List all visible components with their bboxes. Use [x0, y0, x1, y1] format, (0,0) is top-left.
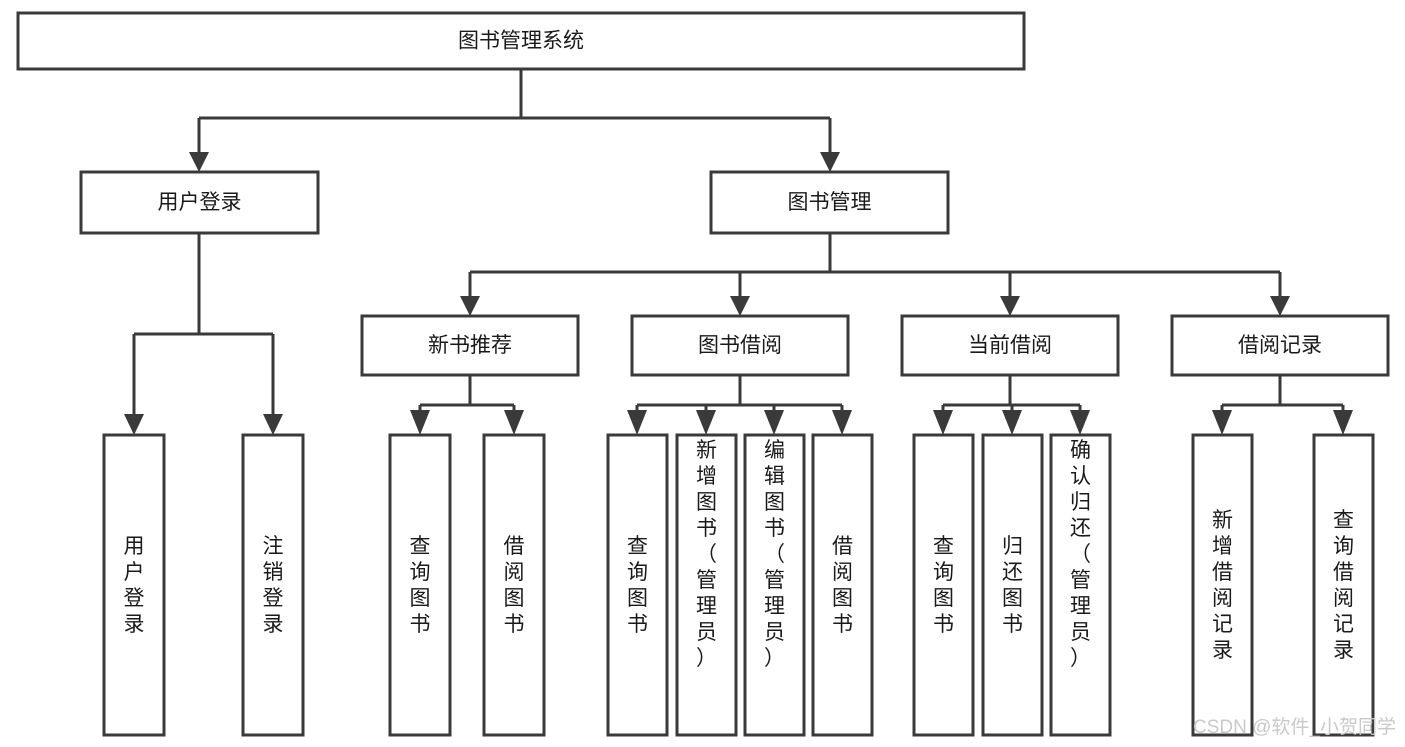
node-label-add-borrow-record: 新增借阅记录 [1212, 509, 1233, 662]
node-add-book-admin[interactable]: 新增图书（管理员） [675, 433, 738, 737]
node-box-user-logout-action[interactable] [241, 433, 305, 737]
node-user-login[interactable]: 用户登录 [79, 170, 320, 235]
node-label-query-book-borrow: 查询图书 [627, 535, 648, 636]
arrowhead-new-book-recommend [460, 296, 480, 316]
connector-group-user-login [124, 233, 283, 435]
node-label-query-book-recommend: 查询图书 [410, 535, 431, 636]
arrowhead-add-book-admin [696, 410, 716, 435]
arrowhead-borrow-record [1270, 296, 1290, 316]
node-user-logout-action[interactable]: 注销登录 [241, 433, 305, 737]
node-add-borrow-record[interactable]: 新增借阅记录 [1191, 433, 1254, 737]
node-label-return-book: 归还图书 [1002, 535, 1023, 636]
node-borrow-record[interactable]: 借阅记录 [1170, 314, 1390, 377]
node-box-user-login[interactable] [79, 170, 320, 235]
connector-group-book-management [460, 233, 1290, 316]
arrowhead-add-borrow-record [1212, 410, 1232, 435]
node-return-book[interactable]: 归还图书 [981, 433, 1044, 737]
node-confirm-return-admin[interactable]: 确认归还（管理员） [1049, 433, 1112, 737]
node-borrow-book-action[interactable]: 借阅图书 [811, 433, 874, 737]
connector-group-root [189, 69, 840, 172]
arrowhead-book-management [820, 152, 840, 172]
arrowhead-user-login-action [124, 414, 144, 435]
node-label-borrow-book-action: 借阅图书 [832, 535, 853, 636]
node-label-book-management: 图书管理 [788, 191, 872, 214]
node-label-query-book-current: 查询图书 [933, 535, 954, 636]
arrowhead-query-book-current [933, 410, 953, 435]
arrowhead-book-borrow [730, 296, 750, 316]
node-box-query-borrow-record[interactable] [1312, 433, 1375, 737]
node-box-book-borrow[interactable] [630, 314, 850, 377]
node-label-borrow-record: 借阅记录 [1238, 334, 1322, 357]
node-box-user-login-action[interactable] [102, 433, 166, 737]
node-user-login-action[interactable]: 用户登录 [102, 433, 166, 737]
node-label-query-borrow-record: 查询借阅记录 [1333, 509, 1354, 662]
node-box-add-borrow-record[interactable] [1191, 433, 1254, 737]
connector-group-current-borrow [933, 375, 1090, 435]
node-new-book-recommend[interactable]: 新书推荐 [360, 314, 580, 377]
node-book-borrow[interactable]: 图书借阅 [630, 314, 850, 377]
node-label-root: 图书管理系统 [458, 30, 584, 53]
arrowhead-query-book-recommend [410, 410, 430, 435]
node-label-current-borrow: 当前借阅 [968, 334, 1052, 357]
connector-group-borrow-record [1212, 375, 1353, 435]
node-label-borrow-book-recommend: 借阅图书 [504, 535, 525, 636]
node-query-book-borrow[interactable]: 查询图书 [606, 433, 669, 737]
node-label-new-book-recommend: 新书推荐 [428, 334, 512, 357]
node-edit-book-admin[interactable]: 编辑图书（管理员） [743, 433, 806, 737]
watermark-text: CSDN @软件_小贺同学 [1193, 716, 1396, 738]
node-box-borrow-book-action[interactable] [811, 433, 874, 737]
node-label-book-borrow: 图书借阅 [698, 334, 782, 357]
node-box-edit-book-admin[interactable] [743, 433, 806, 737]
arrowhead-query-borrow-record [1333, 410, 1353, 435]
node-label-edit-book-admin: 编辑图书（管理员） [764, 439, 785, 670]
node-label-user-logout-action: 注销登录 [263, 535, 284, 636]
node-book-management[interactable]: 图书管理 [709, 170, 950, 235]
connector-group-book-borrow [627, 375, 852, 435]
node-box-query-book-recommend[interactable] [388, 433, 452, 737]
arrowhead-return-book [1002, 410, 1022, 435]
node-label-confirm-return-admin: 确认归还（管理员） [1070, 439, 1091, 670]
node-box-return-book[interactable] [981, 433, 1044, 737]
arrowhead-borrow-book-action [832, 410, 852, 435]
arrowhead-user-login [189, 152, 209, 172]
node-box-book-management[interactable] [709, 170, 950, 235]
arrowhead-borrow-book-recommend [504, 410, 524, 435]
connector-group-new-book-recommend [410, 375, 524, 435]
node-box-borrow-book-recommend[interactable] [482, 433, 546, 737]
arrowhead-edit-book-admin [764, 410, 784, 435]
node-box-query-book-borrow[interactable] [606, 433, 669, 737]
node-layer: 图书管理系统用户登录图书管理新书推荐图书借阅当前借阅借阅记录用户登录注销登录查询… [16, 11, 1390, 737]
node-query-book-recommend[interactable]: 查询图书 [388, 433, 452, 737]
arrowhead-current-borrow [1000, 296, 1020, 316]
node-box-new-book-recommend[interactable] [360, 314, 580, 377]
node-label-add-book-admin: 新增图书（管理员） [696, 439, 717, 670]
node-label-user-login-action: 用户登录 [124, 535, 145, 636]
node-box-query-book-current[interactable] [912, 433, 975, 737]
node-box-add-book-admin[interactable] [675, 433, 738, 737]
node-root[interactable]: 图书管理系统 [16, 11, 1026, 71]
node-label-user-login: 用户登录 [158, 191, 242, 214]
node-query-borrow-record[interactable]: 查询借阅记录 [1312, 433, 1375, 737]
arrowhead-confirm-return-admin [1070, 410, 1090, 435]
node-current-borrow[interactable]: 当前借阅 [900, 314, 1120, 377]
node-borrow-book-recommend[interactable]: 借阅图书 [482, 433, 546, 737]
node-query-book-current[interactable]: 查询图书 [912, 433, 975, 737]
node-box-root[interactable] [16, 11, 1026, 71]
arrowhead-query-book-borrow [627, 410, 647, 435]
node-box-current-borrow[interactable] [900, 314, 1120, 377]
arrowhead-user-logout-action [263, 414, 283, 435]
node-box-borrow-record[interactable] [1170, 314, 1390, 377]
node-box-confirm-return-admin[interactable] [1049, 433, 1112, 737]
